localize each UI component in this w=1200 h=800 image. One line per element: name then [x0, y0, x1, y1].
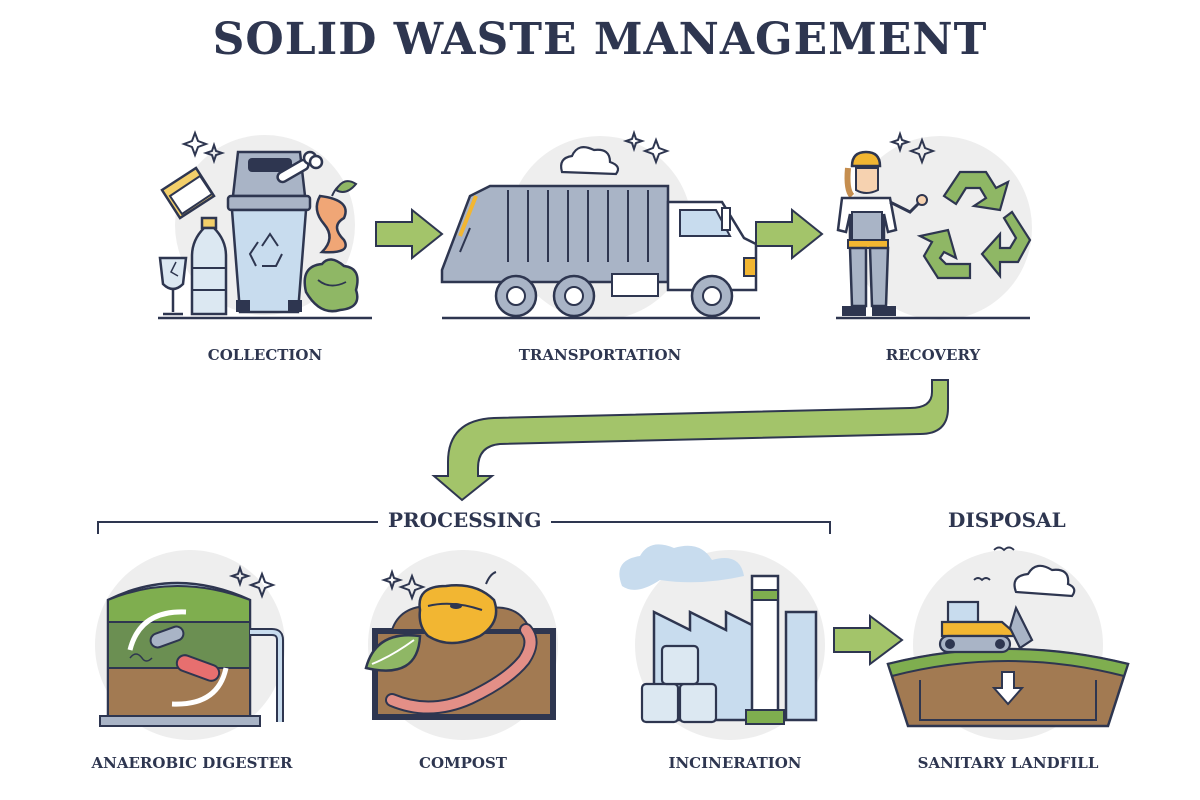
truck-wheel	[690, 274, 734, 318]
recovery-illustration	[836, 130, 1032, 320]
sparkle-icon	[228, 564, 276, 599]
factory-icon	[640, 574, 818, 725]
bulldozer-icon	[938, 600, 1034, 654]
landfill-pit-icon	[886, 647, 1130, 728]
worker-icon	[836, 150, 928, 316]
vegetable-waste-icon	[303, 258, 359, 313]
method-label-incineration: INCINERATION	[668, 754, 802, 772]
apple-core-icon	[418, 571, 498, 645]
stage-label-recovery: RECOVERY	[885, 346, 981, 364]
bird-icon	[973, 546, 1015, 582]
sparkle-icon	[622, 129, 670, 165]
method-label-anaerobic-digester: ANAEROBIC DIGESTER	[91, 754, 293, 772]
method-label-sanitary-landfill: SANITARY LANDFILL	[917, 754, 1099, 772]
recycle-symbol-icon	[916, 170, 1032, 280]
bottle-waste-icon	[190, 216, 228, 316]
sanitary-landfill-illustration	[886, 546, 1130, 740]
cloud-icon	[560, 145, 620, 176]
compost-bin-icon	[364, 571, 556, 720]
diagram-title: SOLID WASTE MANAGEMENT	[212, 14, 988, 65]
stage-label-transportation: TRANSPORTATION	[518, 346, 682, 364]
leaf-icon	[364, 633, 422, 672]
flow-arrow-processing-to-disposal	[833, 614, 904, 666]
compost-illustration	[364, 550, 558, 740]
cloud-icon	[1013, 564, 1076, 598]
apple-core-icon	[315, 180, 358, 254]
bone-icon	[276, 150, 324, 184]
garbage-truck-icon	[440, 184, 758, 318]
digester-tank-icon	[99, 581, 284, 727]
group-label-disposal: DISPOSAL	[938, 508, 1076, 532]
flow-arrow-collection-to-transport	[375, 207, 444, 261]
sparkle-icon	[181, 130, 226, 165]
group-label-processing: PROCESSING	[378, 508, 552, 532]
flow-arrow-transport-to-recovery	[755, 207, 824, 261]
down-arrow-icon	[991, 671, 1025, 706]
glass-waste-icon	[158, 256, 188, 316]
method-label-compost: COMPOST	[419, 754, 507, 772]
flow-arrow-recovery-to-processing	[431, 379, 949, 502]
incineration-illustration	[619, 544, 825, 740]
truck-wheel	[552, 274, 596, 318]
sparkle-icon	[888, 130, 936, 165]
transportation-illustration	[440, 129, 760, 320]
waste-bales-icon	[640, 644, 718, 724]
stage-label-collection: COLLECTION	[207, 346, 323, 364]
recycle-bin-icon	[226, 150, 324, 314]
truck-wheel	[494, 274, 538, 318]
recycle-symbol-icon	[248, 232, 283, 267]
collection-illustration	[158, 130, 372, 320]
worm-icon	[385, 623, 538, 715]
anaerobic-digester-illustration	[95, 550, 285, 740]
smoke-icon	[619, 544, 744, 590]
sparkle-icon	[380, 568, 426, 601]
paper-waste-icon	[160, 166, 216, 220]
